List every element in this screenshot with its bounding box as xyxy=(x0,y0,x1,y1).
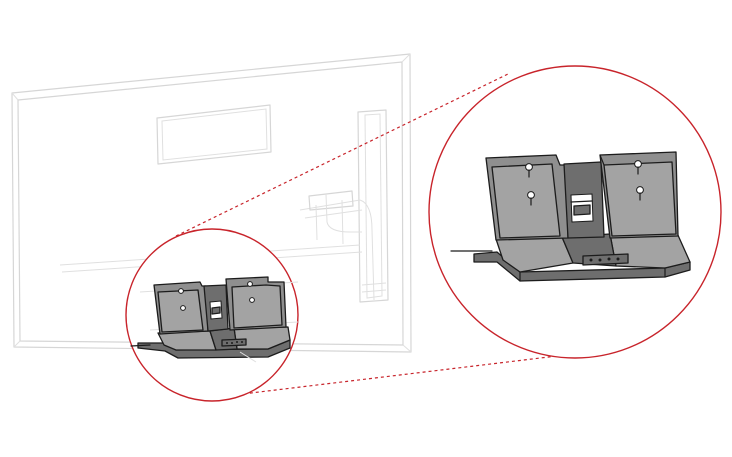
small-callout-circle xyxy=(125,228,299,402)
keyhole-icon xyxy=(525,160,644,206)
stand-bracket-large xyxy=(450,151,691,282)
large-callout-circle xyxy=(428,65,722,359)
callout-connector-lines xyxy=(175,73,591,397)
tv-back-outline xyxy=(11,53,412,353)
stand-bracket-small xyxy=(130,276,291,363)
